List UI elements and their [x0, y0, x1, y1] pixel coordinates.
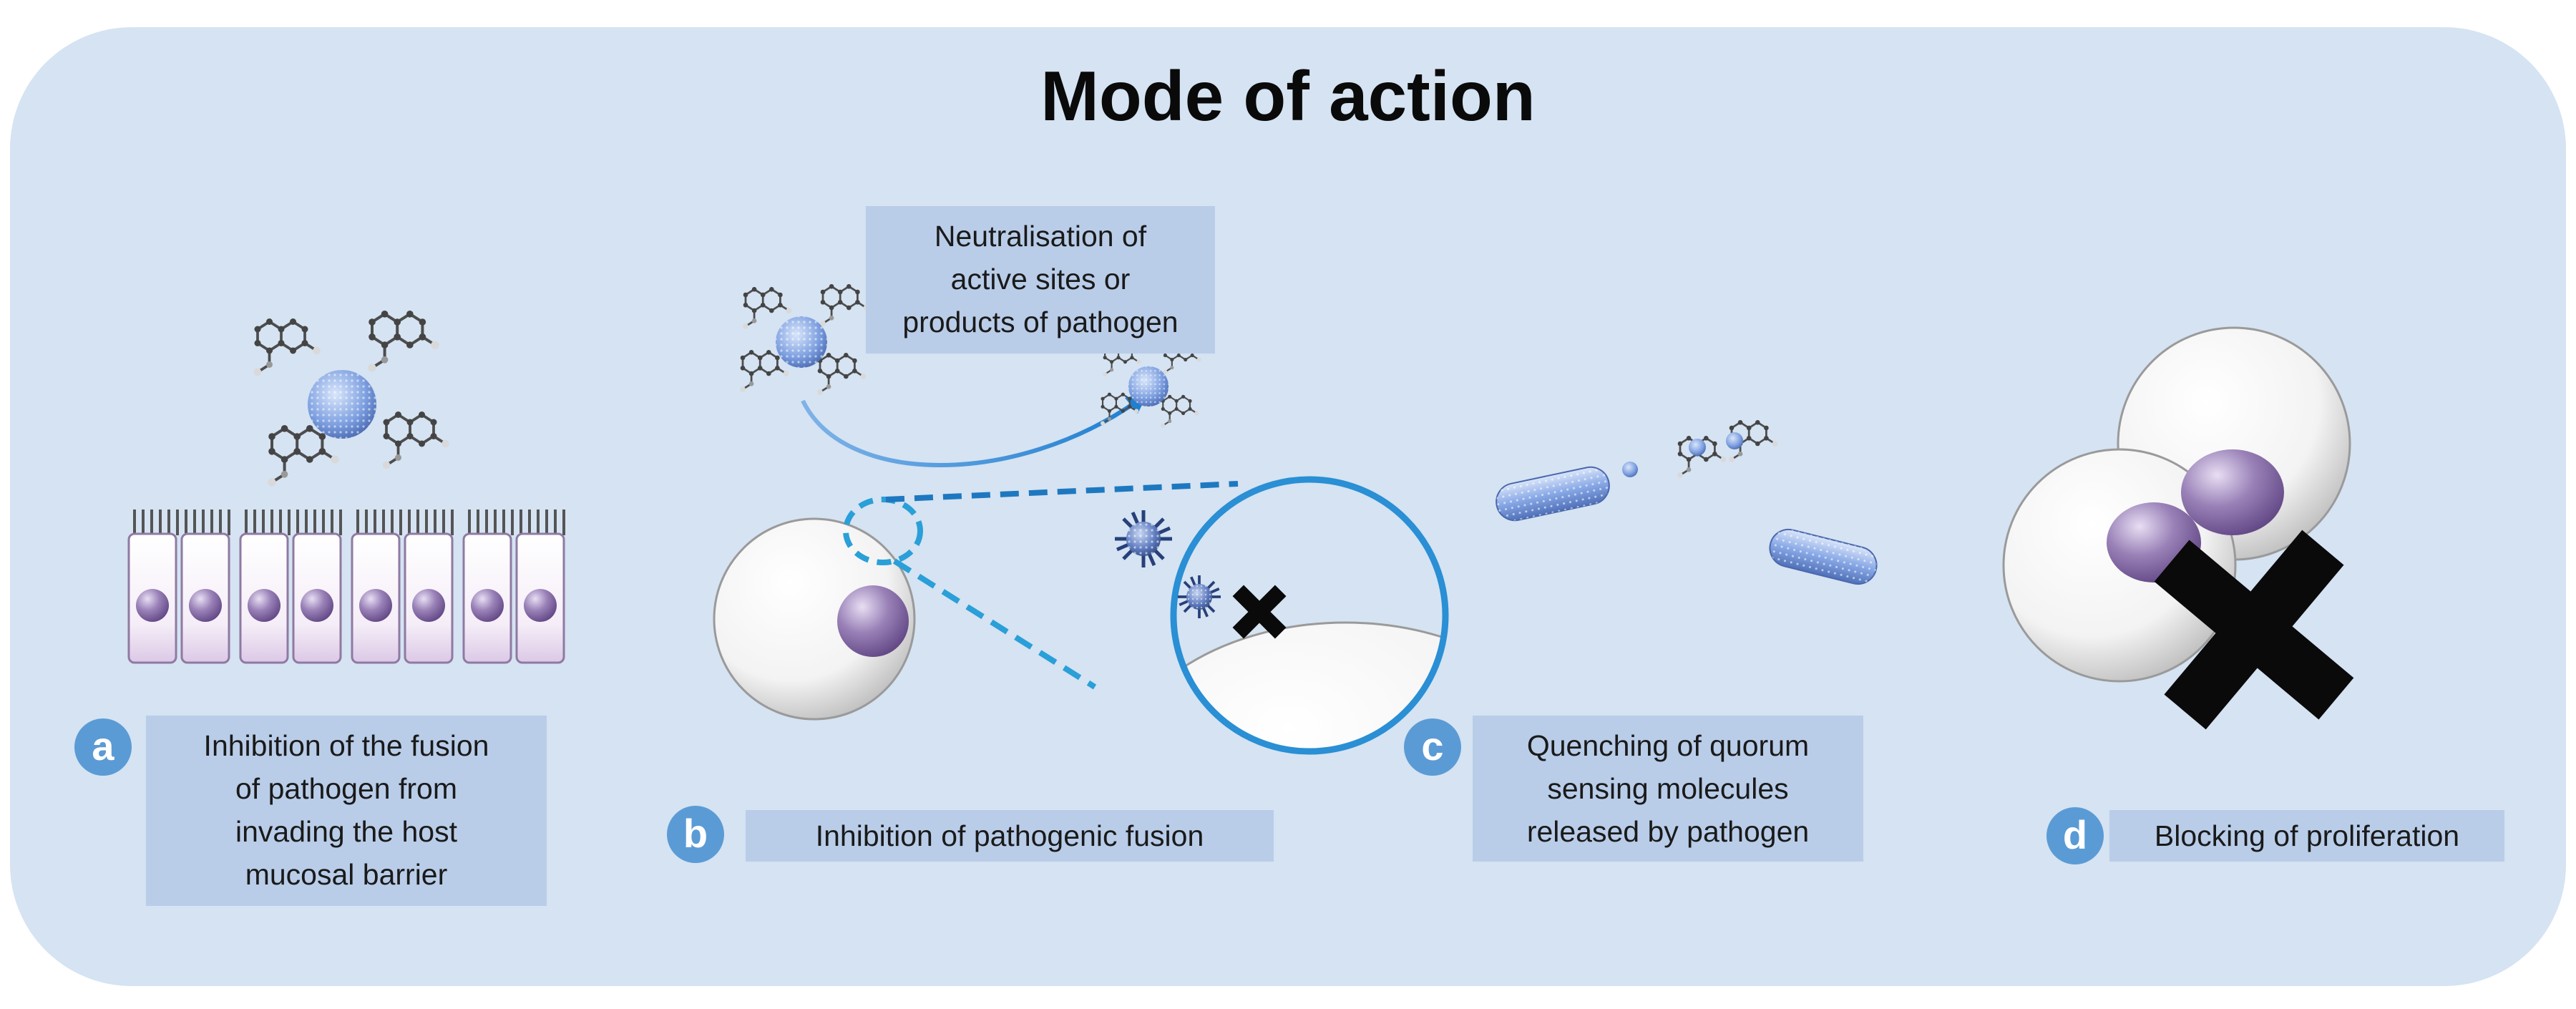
- x-mark-icon: [2154, 530, 2354, 730]
- label-line: Quenching of quorum: [1526, 729, 1810, 762]
- badge-c: c: [1404, 718, 1461, 776]
- label-line: Neutralisation of: [934, 220, 1147, 253]
- label-line: Inhibition of the fusion: [203, 729, 489, 762]
- label-line: invading the host: [235, 815, 457, 848]
- panel-c-illustration: [1496, 419, 1878, 585]
- label-blocking-of-proliferation: Blocking of proliferation: [2109, 810, 2504, 862]
- molecule-icon: [368, 311, 439, 372]
- label-line: sensing molecules: [1547, 772, 1789, 805]
- zoom-line-icon: [892, 558, 1097, 690]
- label-neutralisation: Neutralisation of active sites or produc…: [866, 206, 1215, 354]
- nanoparticle-icon: [308, 370, 376, 439]
- badge-d: d: [2046, 807, 2104, 864]
- epithelial-cell-icon: [127, 510, 565, 664]
- label-line: of pathogen from: [235, 772, 457, 805]
- pathogen-icon: [1176, 574, 1222, 620]
- label-inhibition-of-fusion: Inhibition of the fusion of pathogen fro…: [146, 716, 547, 906]
- label-line: products of pathogen: [902, 306, 1179, 338]
- host-cell-icon: [713, 517, 916, 721]
- signal-molecule-icon: [1622, 462, 1638, 477]
- signal-molecule-icon: [1726, 432, 1743, 449]
- rod-bacterium-icon: [1769, 528, 1878, 585]
- rod-bacterium-icon: [1496, 466, 1610, 522]
- label-line: mucosal barrier: [245, 858, 448, 891]
- diagram-title: Mode of action: [1040, 57, 1536, 135]
- nanoparticle-icon: [740, 284, 869, 395]
- signal-molecule-icon: [1689, 439, 1706, 456]
- panel-a-illustration: [127, 311, 565, 664]
- molecule-icon: [381, 410, 451, 471]
- zoom-view: [1109, 476, 1449, 755]
- label-inhibition-of-pathogenic-fusion: Inhibition of pathogenic fusion: [746, 810, 1274, 862]
- badge-a: a: [74, 718, 132, 776]
- pathogen-icon: [1115, 510, 1172, 567]
- zoom-line-icon: [885, 481, 1239, 502]
- x-mark-icon: [1232, 585, 1287, 639]
- label-line: active sites or: [950, 263, 1131, 296]
- dividing-cell-icon: [2002, 326, 2351, 683]
- panel-d-illustration: [2002, 326, 2354, 730]
- panel-b-illustration: [713, 284, 1449, 755]
- badge-b: b: [667, 806, 724, 863]
- focus-circle-icon: [843, 497, 923, 565]
- molecule-icon: [252, 317, 322, 378]
- label-line: released by pathogen: [1526, 815, 1810, 848]
- label-quenching-of-quorum-sensing: Quenching of quorum sensing molecules re…: [1473, 716, 1863, 862]
- arrow-icon: [801, 399, 1139, 467]
